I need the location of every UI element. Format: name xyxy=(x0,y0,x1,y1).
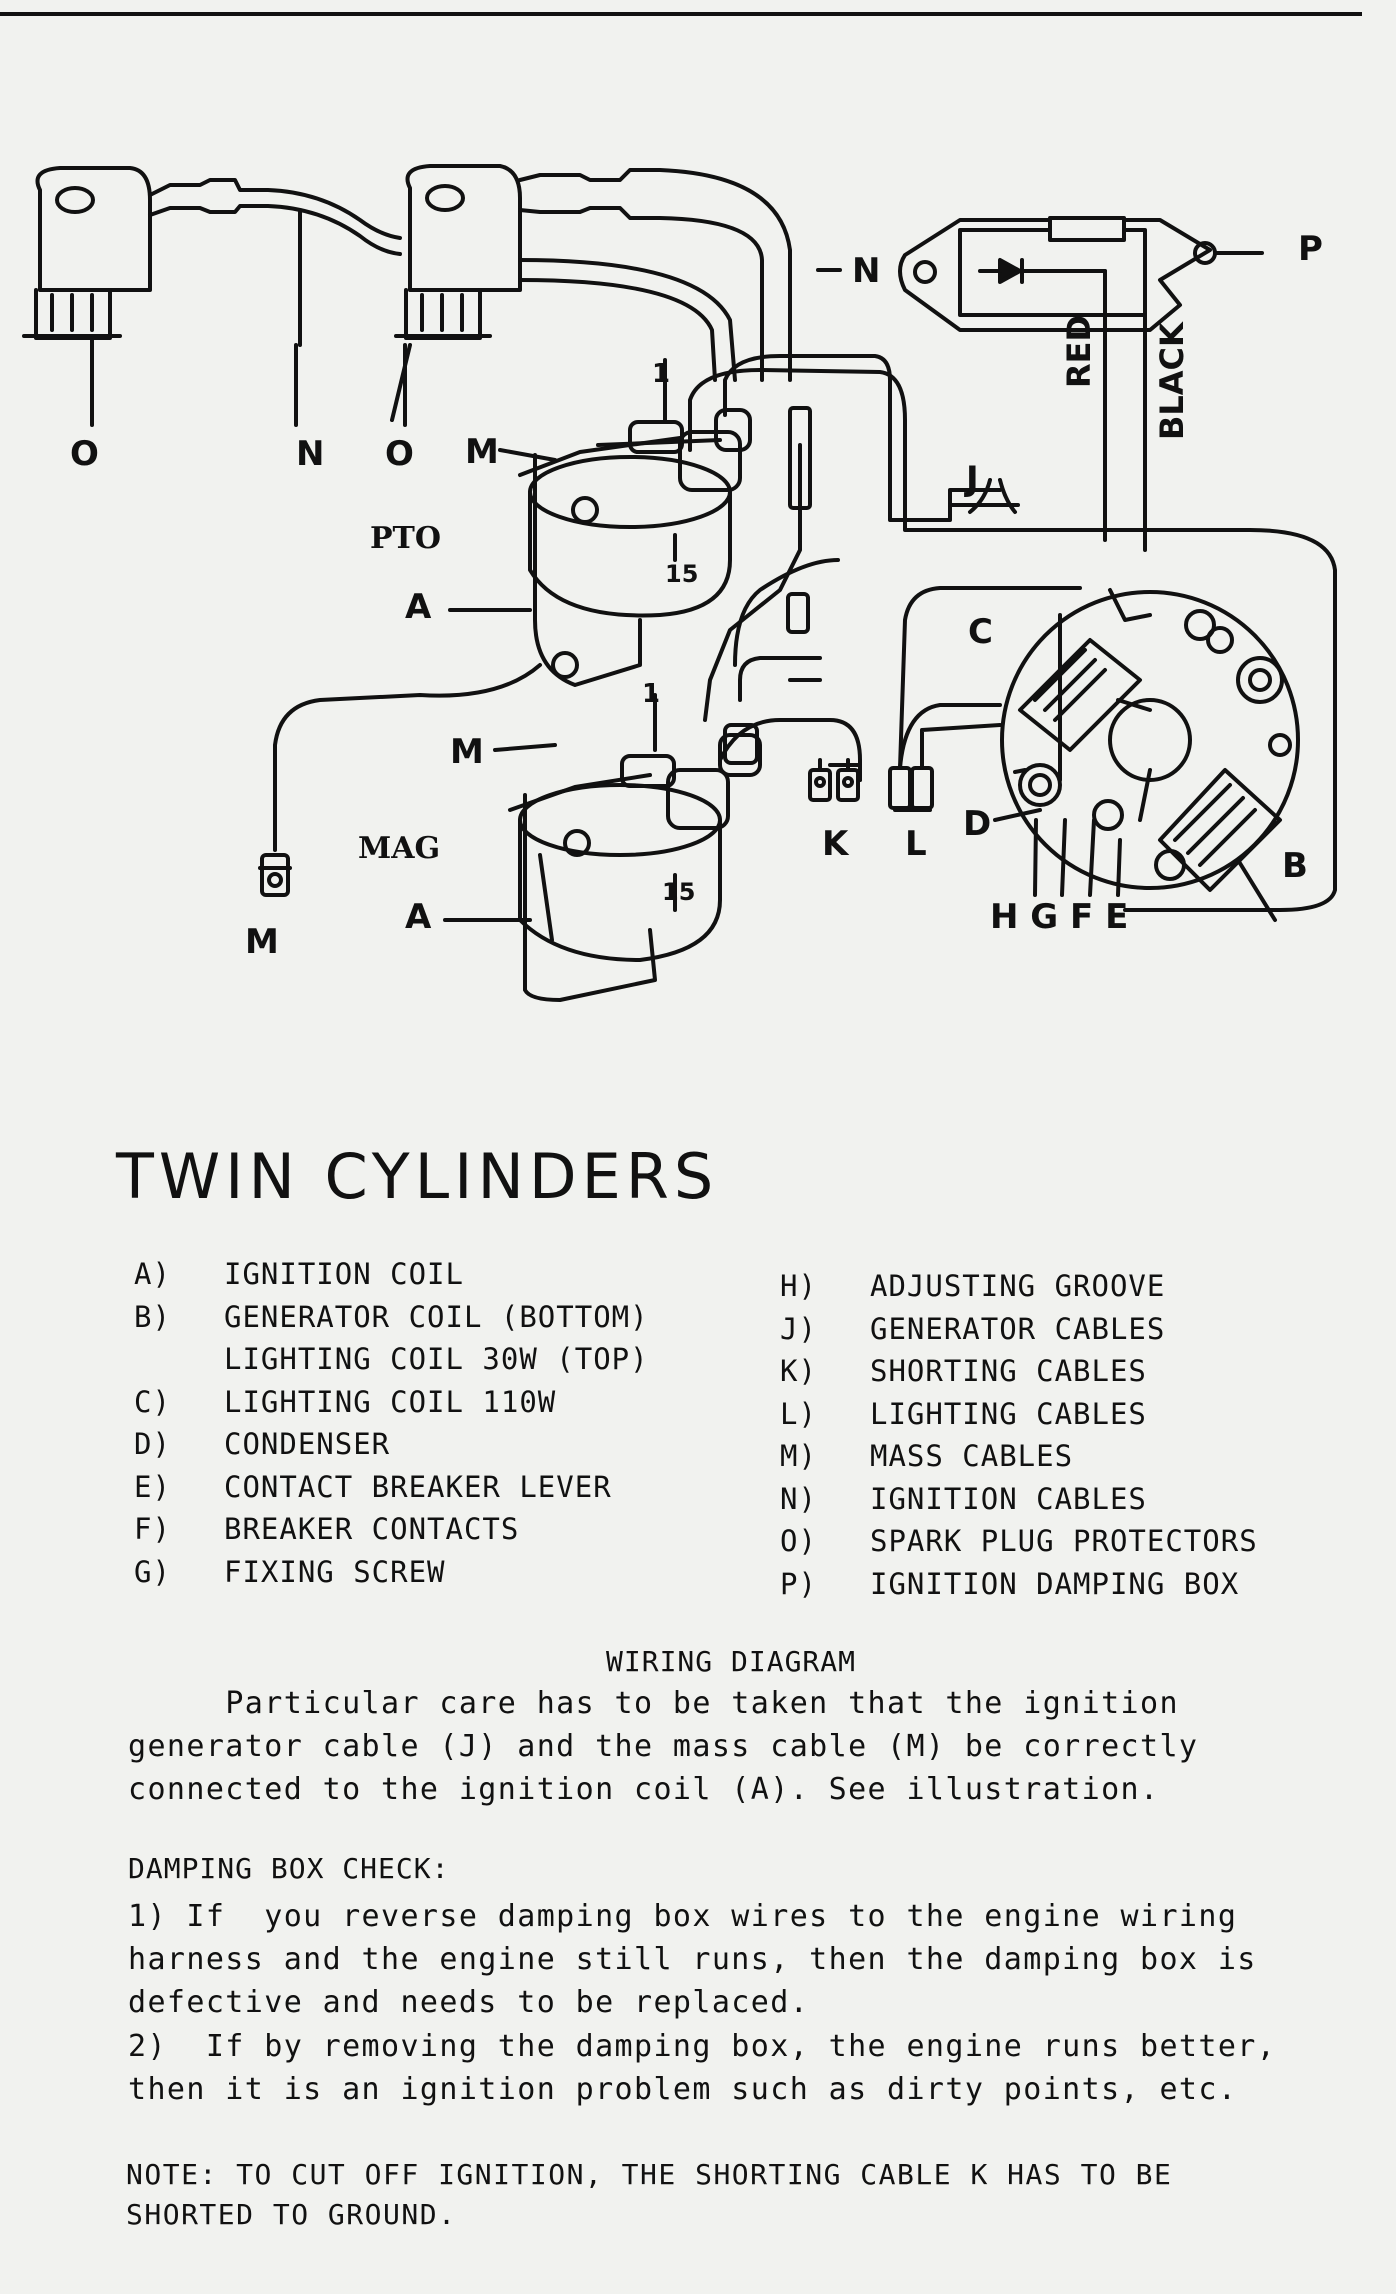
legend-key: E) xyxy=(134,1469,171,1504)
damping-check-title: DAMPING BOX CHECK: xyxy=(128,1852,450,1885)
label-pto: PTO xyxy=(370,521,441,556)
label-A-bottom: A xyxy=(405,897,432,937)
legend-text: IGNITION DAMPING BOX xyxy=(870,1566,1240,1601)
legend-item: A) IGNITION COIL xyxy=(134,1253,774,1296)
legend-text: ADJUSTING GROOVE xyxy=(870,1269,1166,1303)
legend-text: CONDENSER xyxy=(224,1427,391,1461)
label-K: K xyxy=(822,824,850,864)
legend-key: K) xyxy=(780,1354,817,1388)
label-M-bottom: M xyxy=(245,922,279,962)
legend-key: B) xyxy=(134,1299,171,1334)
label-L: L xyxy=(905,824,927,864)
legend-key: F) xyxy=(134,1512,171,1546)
label-N-left: N xyxy=(296,434,324,474)
label-P: P xyxy=(1298,229,1323,269)
legend-right: H) ADJUSTING GROOVE J) GENERATOR CABLES K)… xyxy=(780,1265,1380,1605)
label-D: D xyxy=(963,804,991,844)
label-red: RED xyxy=(1060,315,1098,388)
label-N-right: N xyxy=(852,251,880,291)
spark-plug-protector-left xyxy=(22,166,152,340)
legend-item: K) SHORTING CABLES xyxy=(780,1350,1380,1393)
top-rule xyxy=(0,0,1362,16)
legend-left: A) IGNITION COIL B) GENERATOR COIL (BOTTOM… xyxy=(134,1253,774,1593)
page-heading: TWIN CYLINDERS xyxy=(116,1140,719,1213)
label-1-mid: 1 xyxy=(642,679,660,709)
ignition-note: NOTE: TO CUT OFF IGNITION, THE SHORTING … xyxy=(126,2158,1173,2231)
legend-text: LIGHTING COIL 30W (TOP) xyxy=(224,1342,649,1376)
ignition-coil-mag xyxy=(508,733,762,1002)
legend-text: IGNITION COIL xyxy=(224,1257,464,1291)
label-mag: MAG xyxy=(358,831,440,866)
label-O-left: O xyxy=(70,434,99,474)
label-B: B xyxy=(1282,846,1308,886)
legend-item: D) CONDENSER xyxy=(134,1423,774,1466)
legend-item: N) IGNITION CABLES xyxy=(780,1478,1380,1521)
legend-key xyxy=(134,1338,224,1381)
legend-text: FIXING SCREW xyxy=(224,1554,446,1589)
ignition-coil-pto xyxy=(518,408,752,687)
legend-text: LIGHTING COIL 110W xyxy=(224,1384,557,1419)
legend-key: N) xyxy=(780,1481,817,1516)
legend-item: LIGHTING COIL 30W (TOP) xyxy=(134,1338,774,1381)
label-15-top: 15 xyxy=(665,560,698,588)
label-M-mid: M xyxy=(450,732,484,772)
legend-key: O) xyxy=(780,1524,817,1558)
wiring-diagram-title: WIRING DIAGRAM xyxy=(606,1645,857,1678)
damping-check-step-2: 2) If by removing the damping box, the e… xyxy=(128,2029,1277,2107)
label-A-top: A xyxy=(405,587,432,627)
legend-text: LIGHTING CABLES xyxy=(870,1396,1147,1431)
legend-key: H) xyxy=(780,1269,817,1303)
stator-plate xyxy=(1000,588,1300,892)
wiring-paragraph: Particular care has to be taken that the… xyxy=(128,1686,1199,1807)
legend-text: IGNITION CABLES xyxy=(870,1481,1147,1516)
legend-item: M) MASS CABLES xyxy=(780,1435,1380,1478)
legend-key: G) xyxy=(134,1554,171,1589)
legend-key: L) xyxy=(780,1396,817,1431)
legend-text: GENERATOR CABLES xyxy=(870,1311,1166,1346)
legend-item: E) CONTACT BREAKER LEVER xyxy=(134,1466,774,1509)
legend-text: MASS CABLES xyxy=(870,1439,1074,1473)
damping-check-step-1: 1) If you reverse damping box wires to t… xyxy=(128,1899,1257,2020)
legend-text: SPARK PLUG PROTECTORS xyxy=(870,1524,1258,1558)
wiring-diagram: O N O M N P RED BLACK PTO A 1 15 J C M 1… xyxy=(22,164,1337,1002)
legend-key: J) xyxy=(780,1311,817,1346)
ignition-damping-box xyxy=(898,216,1264,332)
label-J: J xyxy=(964,459,979,499)
label-HGFE: H G F E xyxy=(990,897,1128,937)
legend-key: P) xyxy=(780,1566,817,1601)
legend-item: P) IGNITION DAMPING BOX xyxy=(780,1563,1380,1606)
legend-text: SHORTING CABLES xyxy=(870,1354,1147,1388)
label-M-top: M xyxy=(465,432,499,472)
label-O-mid: O xyxy=(385,434,414,474)
label-black: BLACK xyxy=(1153,321,1191,440)
label-1-top: 1 xyxy=(652,359,670,389)
legend-item: F) BREAKER CONTACTS xyxy=(134,1508,774,1551)
legend-item: C) LIGHTING COIL 110W xyxy=(134,1381,774,1424)
lighting-connectors-l xyxy=(888,703,1002,812)
legend-item: G) FIXING SCREW xyxy=(134,1551,774,1594)
legend-text: GENERATOR COIL (BOTTOM) xyxy=(224,1299,649,1334)
legend-item: L) LIGHTING CABLES xyxy=(780,1393,1380,1436)
spark-plug-protector-mid xyxy=(394,164,522,340)
label-15-bottom: 15 xyxy=(662,878,695,906)
legend-key: A) xyxy=(134,1257,171,1291)
legend-key: D) xyxy=(134,1427,171,1461)
shorting-connectors-k xyxy=(808,758,860,802)
legend-item: B) GENERATOR COIL (BOTTOM) xyxy=(134,1296,774,1339)
legend-text: BREAKER CONTACTS xyxy=(224,1512,520,1546)
legend-item: H) ADJUSTING GROOVE xyxy=(780,1265,1380,1308)
legend-key: M) xyxy=(780,1439,817,1473)
legend-item: O) SPARK PLUG PROTECTORS xyxy=(780,1520,1380,1563)
label-C: C xyxy=(968,612,993,652)
legend-item: J) GENERATOR CABLES xyxy=(780,1308,1380,1351)
legend-text: CONTACT BREAKER LEVER xyxy=(224,1469,612,1504)
legend-key: C) xyxy=(134,1384,171,1419)
